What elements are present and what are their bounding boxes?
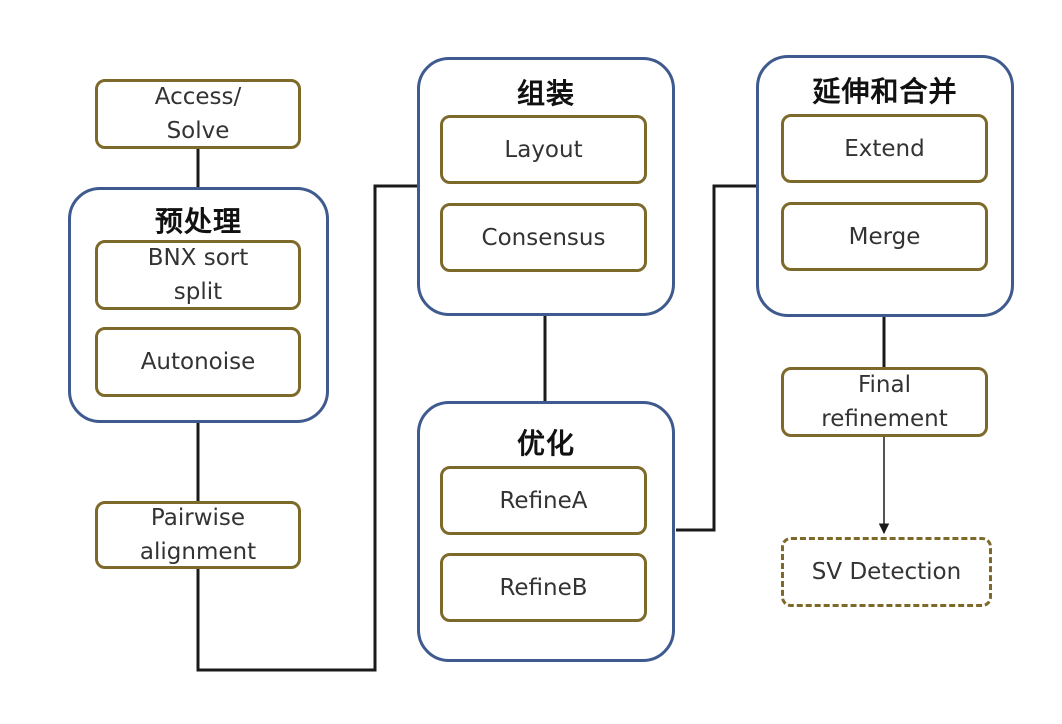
group-title-optimization: 优化 bbox=[516, 427, 575, 460]
group-title-extend-merge: 延伸和合并 bbox=[812, 75, 958, 108]
node-bnx-sort-split: BNX sort split bbox=[95, 240, 301, 310]
node-autonoise: Autonoise bbox=[95, 327, 301, 397]
group-title-preprocessing: 预处理 bbox=[154, 205, 242, 238]
node-consensus: Consensus bbox=[440, 203, 647, 272]
connector-optimization-extendmerge bbox=[676, 184, 758, 532]
node-refine-b: RefineB bbox=[440, 553, 647, 622]
node-pairwise-alignment: Pairwise alignment bbox=[95, 501, 301, 569]
connector-pairwise-assembly bbox=[196, 184, 418, 672]
node-extend: Extend bbox=[781, 114, 988, 183]
node-refine-a: RefineA bbox=[440, 466, 647, 535]
node-sv-detection: SV Detection bbox=[781, 537, 992, 607]
group-title-assembly: 组装 bbox=[516, 77, 575, 110]
node-merge: Merge bbox=[781, 202, 988, 271]
node-final-refinement: Final refinement bbox=[781, 367, 988, 437]
node-layout: Layout bbox=[440, 115, 647, 184]
group-assembly: 组装 bbox=[417, 57, 675, 316]
node-access-solve: Access/ Solve bbox=[95, 79, 301, 149]
group-extend-merge: 延伸和合并 bbox=[756, 55, 1014, 317]
